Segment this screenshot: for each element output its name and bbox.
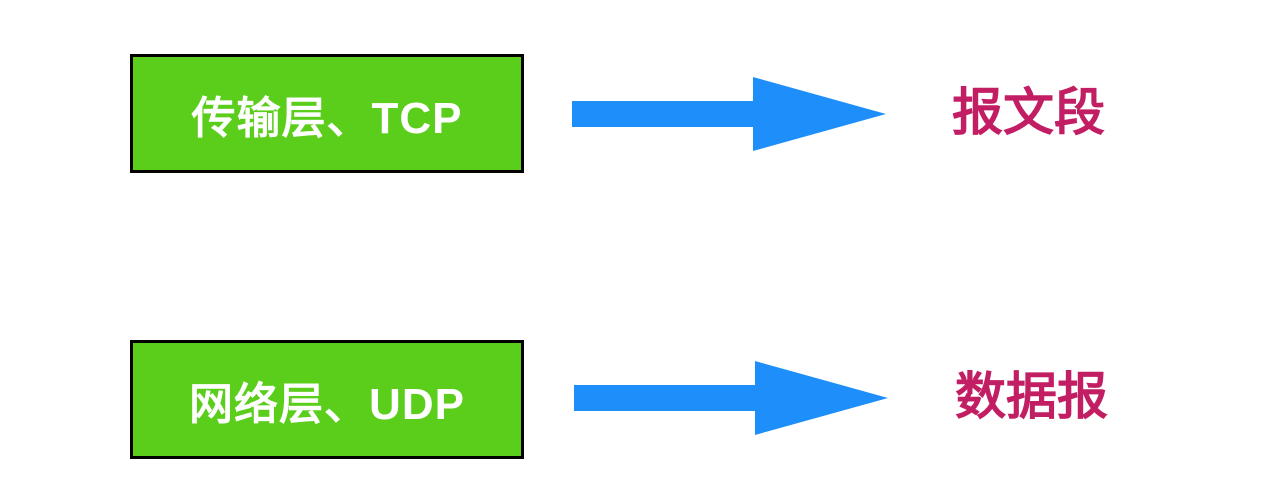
box-transport-layer-label: 传输层、TCP <box>191 93 463 143</box>
box-network-layer-udp: 网络层、UDP <box>130 340 524 459</box>
result-label-segment: 报文段 <box>952 84 1106 141</box>
right-arrow-icon <box>574 361 888 435</box>
box-transport-layer-tcp: 传输层、TCP <box>130 54 524 173</box>
box-network-layer-label: 网络层、UDP <box>189 379 465 429</box>
right-arrow-icon <box>572 77 886 151</box>
result-label-datagram: 数据报 <box>955 368 1109 425</box>
